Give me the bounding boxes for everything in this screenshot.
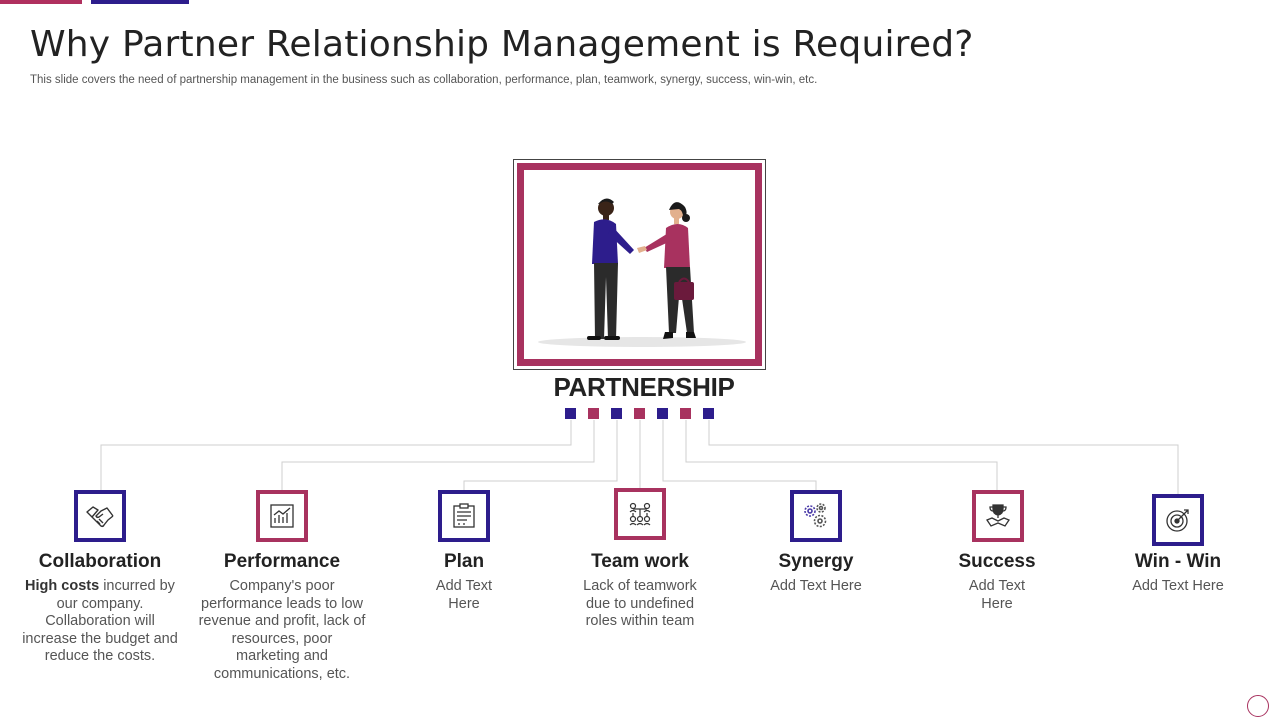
plan-description: Add Text Here xyxy=(435,578,493,612)
accent-bar-plum xyxy=(0,0,82,4)
collaboration-description: High costs incurred by our company. Coll… xyxy=(22,578,178,665)
handshake-icon xyxy=(86,506,114,528)
handshake-illustration xyxy=(538,198,746,347)
teamwork-description: Lack of teamwork due to undefined roles … xyxy=(583,578,697,630)
connector-dot xyxy=(611,408,622,419)
plan-icon-box xyxy=(438,490,490,542)
partnership-illustration-frame xyxy=(513,159,766,370)
winwin-icon-box xyxy=(1152,494,1204,546)
success-icon-box xyxy=(972,490,1024,542)
trophy-handshake-icon xyxy=(986,504,1010,527)
connector-dot xyxy=(588,408,599,419)
teamwork-title: Team work xyxy=(591,551,689,572)
gears-icon xyxy=(804,503,827,528)
connector-dot xyxy=(703,408,714,419)
synergy-description: Add Text Here xyxy=(770,578,862,594)
connector-dot xyxy=(680,408,691,419)
plan-title: Plan xyxy=(443,551,485,572)
winwin-title: Win - Win xyxy=(1134,551,1222,572)
connector-dot xyxy=(634,408,645,419)
collaboration-title: Collaboration xyxy=(38,551,162,572)
page-title: Why Partner Relationship Management is R… xyxy=(30,24,974,65)
performance-description: Company's poor performance leads to low … xyxy=(198,578,366,682)
collaboration-icon-box xyxy=(74,490,126,542)
accent-bar-navy xyxy=(91,0,189,4)
synergy-icon-box xyxy=(790,490,842,542)
success-title: Success xyxy=(958,551,1036,572)
bar-chart-icon xyxy=(270,504,294,528)
connector-dot xyxy=(565,408,576,419)
performance-icon-box xyxy=(256,490,308,542)
corner-circle-icon xyxy=(1247,695,1269,717)
winwin-description: Add Text Here xyxy=(1132,578,1224,594)
team-hierarchy-icon xyxy=(629,502,651,526)
target-icon xyxy=(1166,509,1189,532)
partnership-label: PARTNERSHIP xyxy=(553,372,735,402)
performance-title: Performance xyxy=(223,551,341,572)
clipboard-icon xyxy=(453,503,475,528)
teamwork-icon-box xyxy=(614,488,666,540)
success-description: Add Text Here xyxy=(968,578,1026,612)
page-subtitle: This slide covers the need of partnershi… xyxy=(30,74,818,86)
connector-dot xyxy=(657,408,668,419)
synergy-title: Synergy xyxy=(778,551,854,572)
